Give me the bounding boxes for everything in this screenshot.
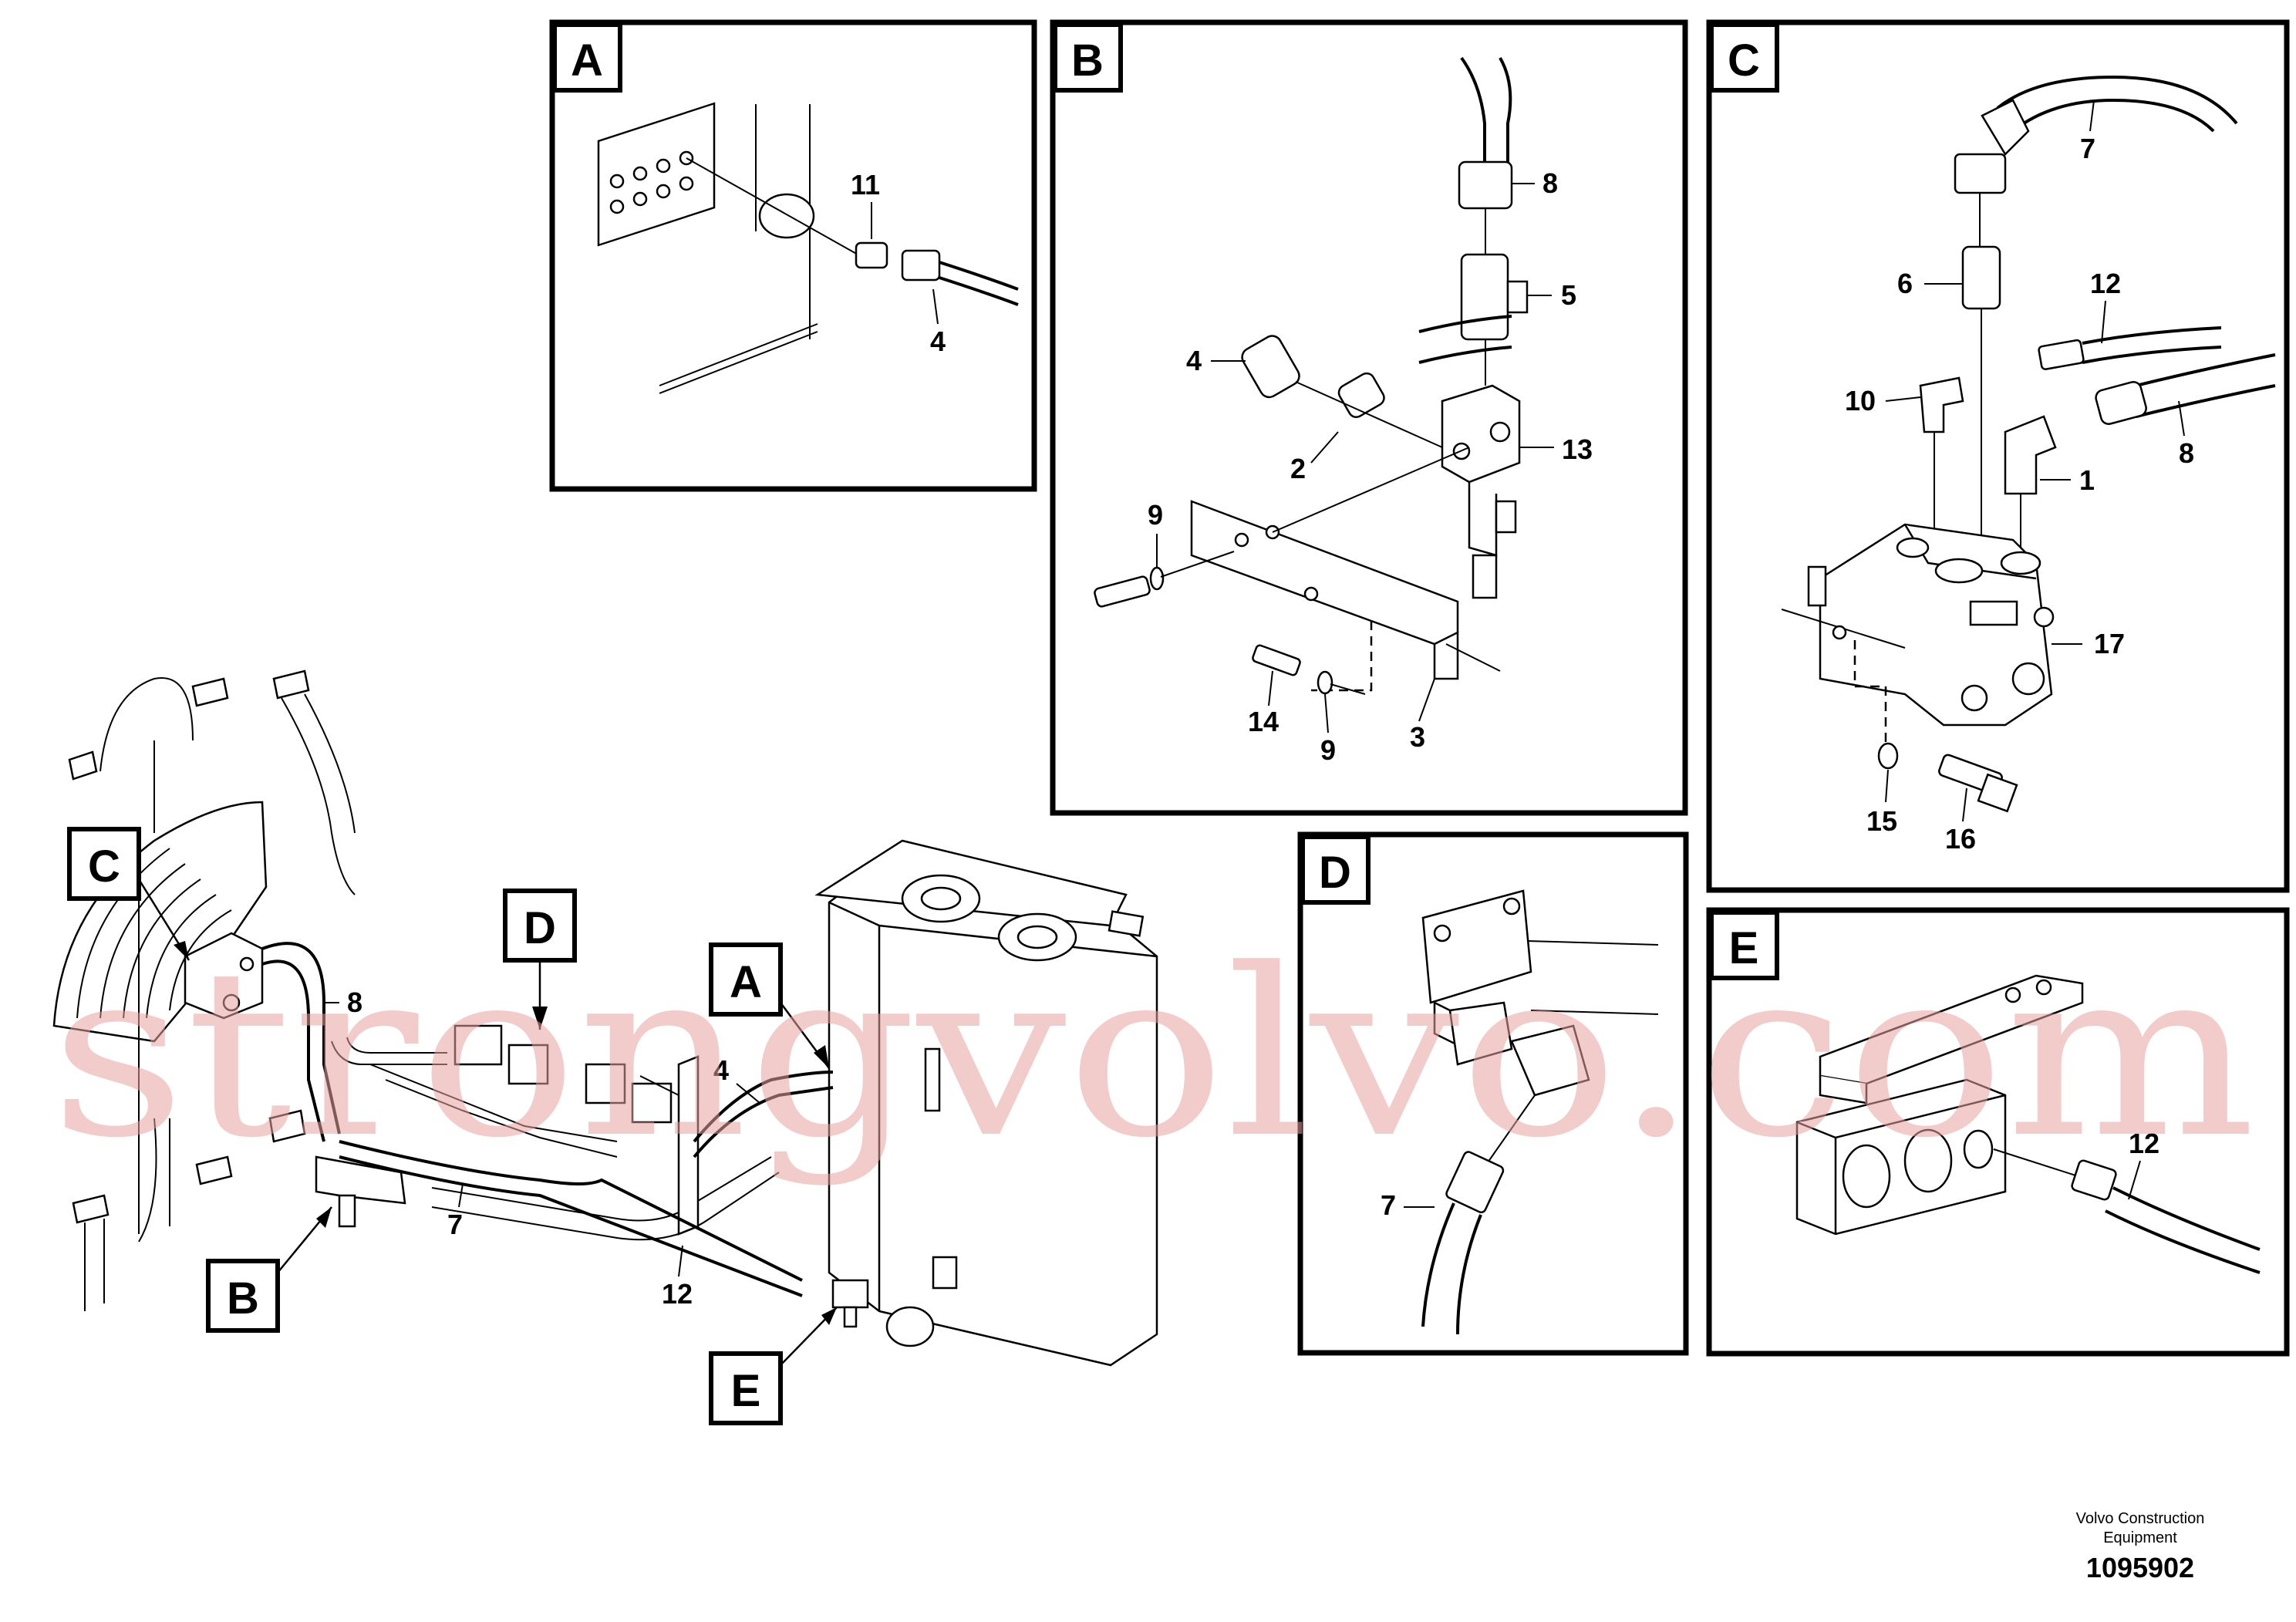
- panel-d-letter: D: [1319, 848, 1351, 898]
- main-callout-8: 8: [347, 986, 362, 1018]
- panel-b-callout-13: 13: [1562, 433, 1593, 465]
- main-marker-e: E: [731, 1366, 761, 1416]
- main-assembly-view: C D A B E 8 4 7 12: [52, 669, 1158, 1425]
- footer-brand-line2: Equipment: [2103, 1529, 2177, 1546]
- main-marker-b-box: [206, 1259, 280, 1333]
- main-marker-a: A: [730, 957, 762, 1007]
- panel-d-callout-7: 7: [1381, 1189, 1396, 1221]
- main-marker-c: C: [88, 841, 120, 892]
- panel-b-callout-2: 2: [1290, 453, 1306, 484]
- panel-c-callout-1: 1: [2079, 464, 2095, 496]
- panel-c-callout-7: 7: [2080, 133, 2095, 164]
- main-marker-a-box: [709, 943, 783, 1017]
- panel-a-letter: A: [571, 35, 603, 86]
- main-marker-b: B: [227, 1273, 259, 1324]
- panel-b-callout-8: 8: [1542, 167, 1558, 199]
- panel-b-callout-9b: 9: [1320, 734, 1336, 766]
- drawing-number: 1095902: [2086, 1552, 2194, 1583]
- main-callout-7: 7: [447, 1209, 463, 1240]
- panel-b-callout-14: 14: [1248, 706, 1279, 737]
- panel-b-callout-4: 4: [1186, 345, 1202, 376]
- panel-c-letter: C: [1728, 35, 1760, 86]
- detail-panel-a: A 11 4: [549, 19, 1037, 492]
- panel-e-callout-12: 12: [2129, 1128, 2159, 1159]
- panel-e-letter: E: [1729, 923, 1759, 973]
- panel-a-callout-11: 11: [851, 169, 880, 201]
- panel-c-callout-16: 16: [1945, 823, 1976, 855]
- detail-panel-b: B 8: [1050, 19, 1688, 816]
- footer-brand-line1: Volvo Construction: [2076, 1510, 2205, 1527]
- footer: Volvo Construction Equipment 1095902: [2076, 1510, 2205, 1583]
- panel-b-callout-5: 5: [1561, 279, 1576, 311]
- panel-c-callout-6: 6: [1897, 268, 1913, 299]
- panel-b-callout-3: 3: [1410, 721, 1425, 753]
- panel-c-callout-17: 17: [2094, 628, 2125, 659]
- watermark: strongvolvo.com: [50, 919, 2256, 1189]
- detail-panel-e: E 12: [1706, 907, 2290, 1357]
- main-marker-d: D: [524, 903, 556, 953]
- panel-c-callout-10: 10: [1845, 385, 1876, 416]
- main-marker-e-box: [709, 1351, 783, 1425]
- main-callout-12: 12: [662, 1278, 693, 1310]
- panel-b-letter: B: [1071, 35, 1104, 86]
- panel-c-callout-12: 12: [2090, 268, 2121, 299]
- main-callout-4: 4: [713, 1054, 729, 1086]
- detail-panel-d: D 7: [1297, 831, 1689, 1356]
- panel-c-callout-15: 15: [1866, 805, 1897, 837]
- detail-panel-c: C 7: [1706, 19, 2290, 893]
- main-marker-d-box: [503, 889, 577, 963]
- main-marker-c-box: [67, 827, 141, 901]
- panel-a-callout-4: 4: [930, 325, 946, 357]
- panel-c-callout-8: 8: [2179, 437, 2194, 469]
- panel-b-callout-9a: 9: [1148, 499, 1163, 531]
